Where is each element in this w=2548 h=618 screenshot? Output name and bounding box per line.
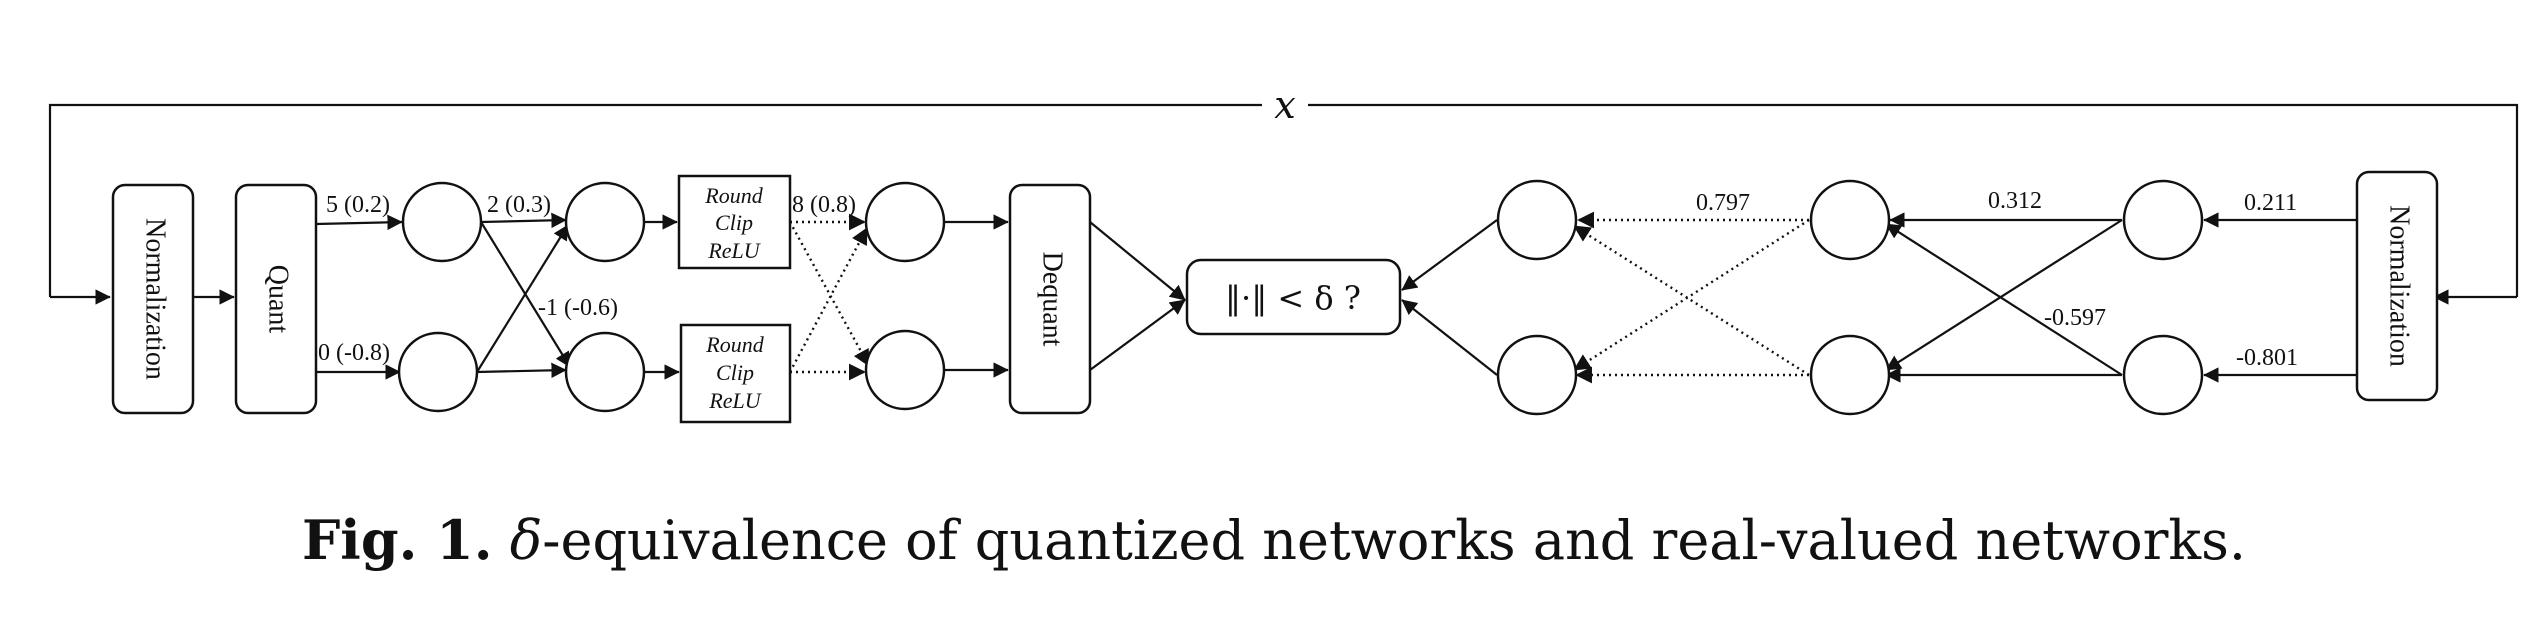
r-neuron-3	[1809, 179, 1891, 261]
input-loop	[48, 103, 2519, 305]
weight-cross: -1 (-0.6)	[538, 295, 618, 321]
left-normalization-box	[111, 183, 195, 415]
compare-label: ‖·‖ < δ ?	[1225, 279, 1361, 317]
quantized-neurons	[397, 181, 946, 413]
q-neuron-1	[401, 181, 483, 263]
op-box-top-clip: Clip	[715, 210, 753, 235]
input-x-label: x	[1274, 83, 1295, 127]
caption-delta-symbol: δ	[509, 509, 543, 572]
r-neuron-6	[1496, 334, 1578, 416]
weight-n1-n3: 2 (0.3)	[487, 192, 551, 218]
weight-norm-r2: -0.801	[2236, 345, 2298, 371]
op-box-bottom-relu: ReLU	[708, 388, 762, 413]
op-box-top-round: Round	[704, 183, 763, 208]
r-neuron-4	[1809, 334, 1891, 416]
figure-caption: Fig. 1. δ-equivalence of quantized netwo…	[0, 508, 2548, 572]
op-box-top	[677, 174, 792, 270]
weight-norm-r1: 0.211	[2244, 190, 2297, 216]
dequant-label: Dequant	[1037, 252, 1068, 347]
quantized-dotted-edges	[788, 213, 871, 381]
r-neuron-1	[2122, 179, 2204, 261]
q-neuron-2	[397, 331, 479, 413]
q-neuron-5	[864, 181, 946, 263]
real-neurons	[1496, 179, 2204, 416]
weight-m1-l1: 0.797	[1696, 190, 1750, 216]
quantized-edges	[193, 212, 1186, 380]
right-normalization-label: Normalization	[2384, 205, 2415, 367]
weight-quant-n1: 5 (0.2)	[326, 192, 390, 218]
quant-label: Quant	[263, 265, 294, 334]
q-neuron-4	[564, 331, 646, 413]
weight-quant-n2: 0 (-0.8)	[318, 340, 390, 366]
caption-text: -equivalence of quantized networks and r…	[542, 509, 2247, 572]
op-box-bottom-clip: Clip	[716, 360, 754, 385]
real-edges	[1401, 212, 2357, 383]
q-neuron-3	[564, 181, 646, 263]
weight-r1-m1: 0.312	[1988, 188, 2042, 214]
weight-real-cross: -0.597	[2044, 305, 2106, 331]
caption-prefix: Fig. 1.	[301, 508, 493, 572]
op-box-top-relu: ReLU	[707, 238, 761, 263]
right-normalization-box	[2355, 170, 2439, 402]
op-box-bottom-round: Round	[705, 332, 764, 357]
dequant-box	[1008, 183, 1092, 415]
quant-box	[234, 183, 318, 415]
r-neuron-2	[2122, 334, 2204, 416]
weight-op-n5: 8 (0.8)	[792, 192, 856, 218]
op-box-bottom	[679, 323, 792, 424]
real-dotted-edges	[1573, 211, 1810, 384]
r-neuron-5	[1496, 179, 1578, 261]
q-neuron-6	[864, 329, 946, 411]
compare-box	[1185, 258, 1402, 336]
left-normalization-label: Normalization	[140, 218, 171, 380]
